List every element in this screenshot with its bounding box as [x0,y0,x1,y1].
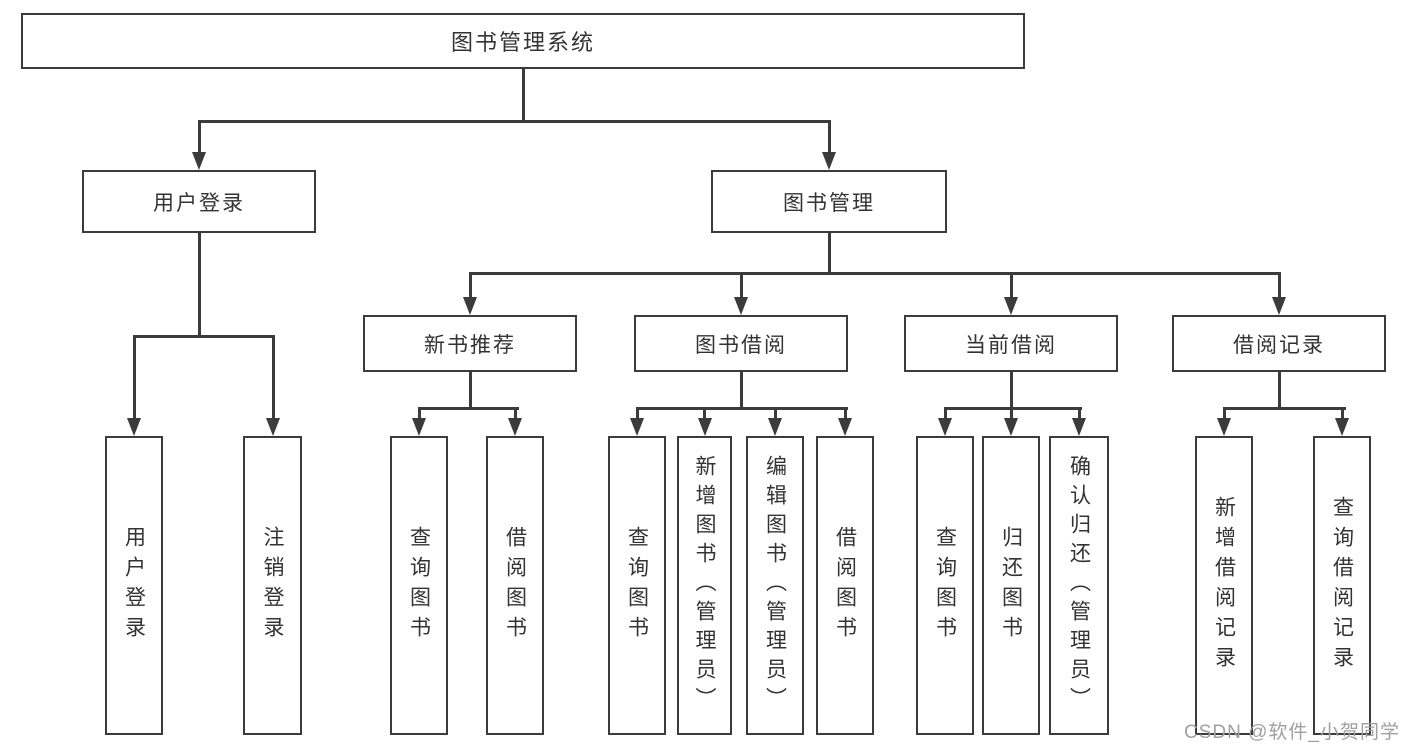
connector-line [468,272,472,299]
arrowhead-down-icon [192,152,206,170]
arrowhead-down-icon [1335,418,1349,436]
connector-line [635,407,848,410]
leaf-box-add-borrow-record: 新增借阅记录 [1195,436,1253,735]
level3-box-borrowing-records: 借阅记录 [1172,315,1386,372]
leaf-box-add-books-admin: 新增图书（管理员） [677,436,732,735]
arrowhead-down-icon [768,418,782,436]
level3-box-current-borrowing: 当前借阅 [904,315,1118,372]
arrowhead-down-icon [1004,297,1018,315]
connector-line [943,407,947,420]
leaf-label: 注销登录 [261,525,284,646]
leaf-label: 用户登录 [122,525,146,646]
leaf-label: 查询图书 [933,525,957,646]
connector-line [1222,407,1346,410]
arrowhead-down-icon [697,418,712,436]
arrowhead-down-icon [630,418,644,436]
leaf-box-borrow-books-borrowing: 借阅图书 [816,436,874,735]
level3-label: 新书推荐 [424,333,516,357]
arrowhead-down-icon [463,297,477,315]
arrowhead-down-icon [838,418,852,436]
leaf-box-query-borrow-record: 查询借阅记录 [1313,436,1371,735]
leaf-box-borrow-books-recommend: 借阅图书 [486,436,544,735]
level3-label: 借阅记录 [1233,333,1325,357]
connector-line [1340,407,1344,420]
leaf-box-query-books-borrowing: 查询图书 [608,436,666,735]
arrowhead-down-icon [938,418,952,436]
connector-line [843,407,847,420]
arrowhead-down-icon [508,418,522,436]
arrowhead-down-icon [1004,418,1018,436]
level2-box-book-management: 图书管理 [711,170,947,233]
connector-line [197,233,201,338]
arrowhead-down-icon [1272,297,1286,315]
connector-line [827,233,831,275]
connector-line [739,272,743,299]
connector-line [197,120,831,123]
arrowhead-down-icon [266,418,280,436]
connector-line [1009,407,1013,420]
connector-line [703,407,706,420]
level3-box-new-book-recommendation: 新书推荐 [363,315,577,372]
connector-line [635,407,639,420]
level3-label: 当前借阅 [965,333,1057,357]
leaf-box-confirm-return-admin: 确认归还（管理员） [1049,436,1109,735]
connector-line [132,335,136,420]
leaf-box-query-books-current: 查询图书 [916,436,974,735]
level2-label: 图书管理 [783,191,875,215]
arrowhead-down-icon [822,152,836,170]
level3-box-book-borrowing: 图书借阅 [634,315,848,372]
connector-line [197,120,201,154]
leaf-label: 借阅图书 [503,525,527,646]
level2-label: 用户登录 [153,191,245,215]
arrowhead-down-icon [412,418,426,436]
root-box-library-management-system: 图书管理系统 [21,13,1025,69]
leaf-label: 新增借阅记录 [1212,495,1236,676]
arrowhead-down-icon [1217,418,1231,436]
leaf-label: 查询图书 [407,525,431,646]
connector-line [417,407,421,420]
connector-line [271,335,275,420]
arrowhead-down-icon [734,297,748,315]
connector-line [513,407,517,420]
leaf-label: 新增图书（管理员） [693,455,716,716]
leaf-box-query-books-recommend: 查询图书 [390,436,448,735]
connector-line [417,407,519,410]
root-label: 图书管理系统 [450,30,595,55]
connector-line [468,372,472,410]
connector-line [1077,407,1081,420]
connector-line [521,69,525,122]
connector-line [1222,407,1226,420]
connector-line [1009,372,1013,410]
connector-line [827,120,831,154]
leaf-label: 归还图书 [999,525,1023,646]
connector-line [132,335,275,338]
connector-line [1009,272,1013,299]
connector-line [943,407,1082,410]
level3-label: 图书借阅 [695,333,787,357]
connector-line [1277,272,1281,299]
leaf-box-edit-books-admin: 编辑图书（管理员） [746,436,804,735]
arrowhead-down-icon [1072,418,1086,436]
leaf-label: 借阅图书 [833,525,857,646]
leaf-label: 编辑图书（管理员） [763,455,787,716]
leaf-label: 确认归还（管理员） [1067,455,1091,716]
csdn-watermark: CSDN @软件_小贺同学 [1184,722,1400,743]
level2-box-user-login: 用户登录 [82,170,316,233]
leaf-box-return-books: 归还图书 [982,436,1040,735]
connector-line [468,272,1281,275]
connector-line [739,372,743,410]
leaf-box-logout: 注销登录 [243,436,302,735]
connector-line [773,407,777,420]
connector-line [1277,372,1281,410]
leaf-box-user-login: 用户登录 [105,436,163,735]
leaf-label: 查询图书 [625,525,649,646]
arrowhead-down-icon [127,418,141,436]
leaf-label: 查询借阅记录 [1330,495,1354,676]
